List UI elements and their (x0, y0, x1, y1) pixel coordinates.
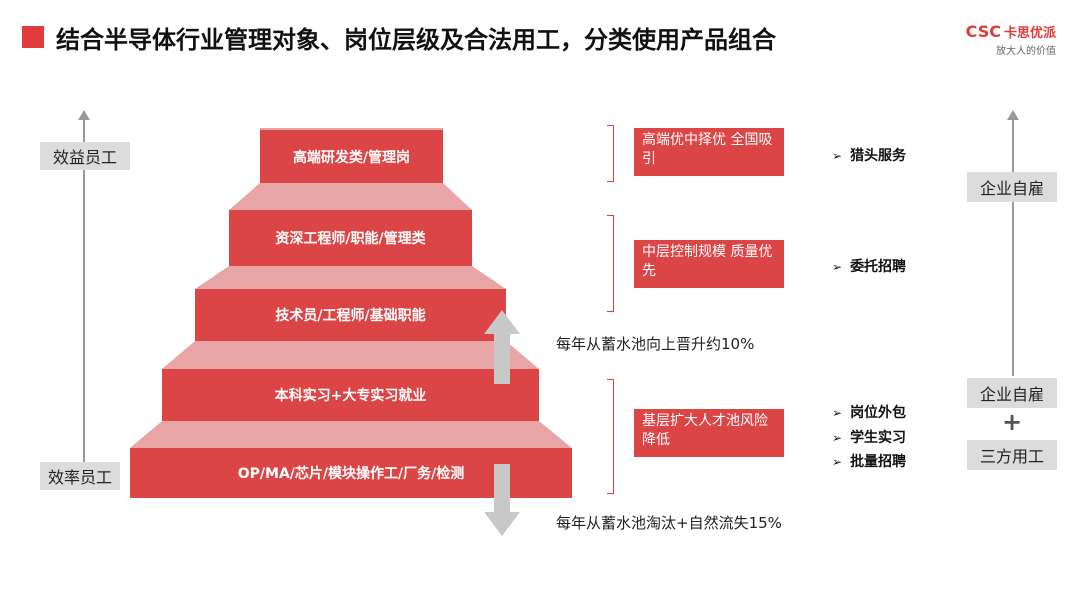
bracket-top (607, 125, 614, 182)
group-desc-middle: 中层控制规模 质量优先 (634, 240, 784, 288)
down-flow-arrow (484, 464, 520, 536)
up-flow-arrow (484, 310, 520, 384)
plus-icon: + (1001, 408, 1023, 436)
axis-bottom-label: 效率员工 (40, 462, 120, 490)
axis-top-label: 效益员工 (40, 142, 130, 170)
chevron-right-icon: ➢ (832, 455, 843, 469)
logo-slogan: 放大人的价值 (996, 46, 1056, 57)
chevron-right-icon: ➢ (832, 406, 843, 420)
left-axis-arrow (78, 110, 90, 473)
chevron-right-icon: ➢ (832, 149, 843, 163)
logo-cn: 卡思优派 (1003, 26, 1056, 41)
employment-top-label: 企业自雇 (967, 172, 1057, 202)
right-axis-arrow (1007, 110, 1019, 376)
chevron-right-icon: ➢ (832, 431, 843, 445)
bracket-bottom (607, 379, 614, 494)
group-desc-top: 高端优中择优 全国吸引 (634, 128, 784, 176)
pyramid-level-2: 资深工程师/职能/管理类 (229, 210, 472, 266)
pyramid-bevels (130, 128, 572, 448)
product-item: ➢岗位外包 (832, 405, 907, 421)
product-item: ➢猎头服务 (832, 148, 907, 164)
pyramid-level-1: 高端研发类/管理岗 (260, 130, 443, 183)
employment-third-party-label: 三方用工 (967, 440, 1057, 470)
pyramid-level-3: 技术员/工程师/基础职能 (195, 289, 506, 341)
title-accent-bar (22, 26, 44, 48)
product-item: ➢学生实习 (832, 430, 907, 446)
logo-mark: CSC (965, 22, 1001, 41)
up-flow-note: 每年从蓄水池向上晋升约10% (556, 335, 755, 353)
pyramid-level-4: 本科实习+大专实习就业 (162, 369, 539, 421)
bracket-middle (607, 215, 614, 312)
page-title: 结合半导体行业管理对象、岗位层级及合法用工，分类使用产品组合 (56, 26, 776, 54)
group-desc-bottom: 基层扩大人才池风险降低 (634, 409, 784, 457)
employment-own-label: 企业自雇 (967, 378, 1057, 408)
product-item: ➢批量招聘 (832, 454, 907, 470)
chevron-right-icon: ➢ (832, 260, 843, 274)
product-item: ➢委托招聘 (832, 259, 907, 275)
down-flow-note: 每年从蓄水池淘汰+自然流失15% (556, 514, 782, 532)
